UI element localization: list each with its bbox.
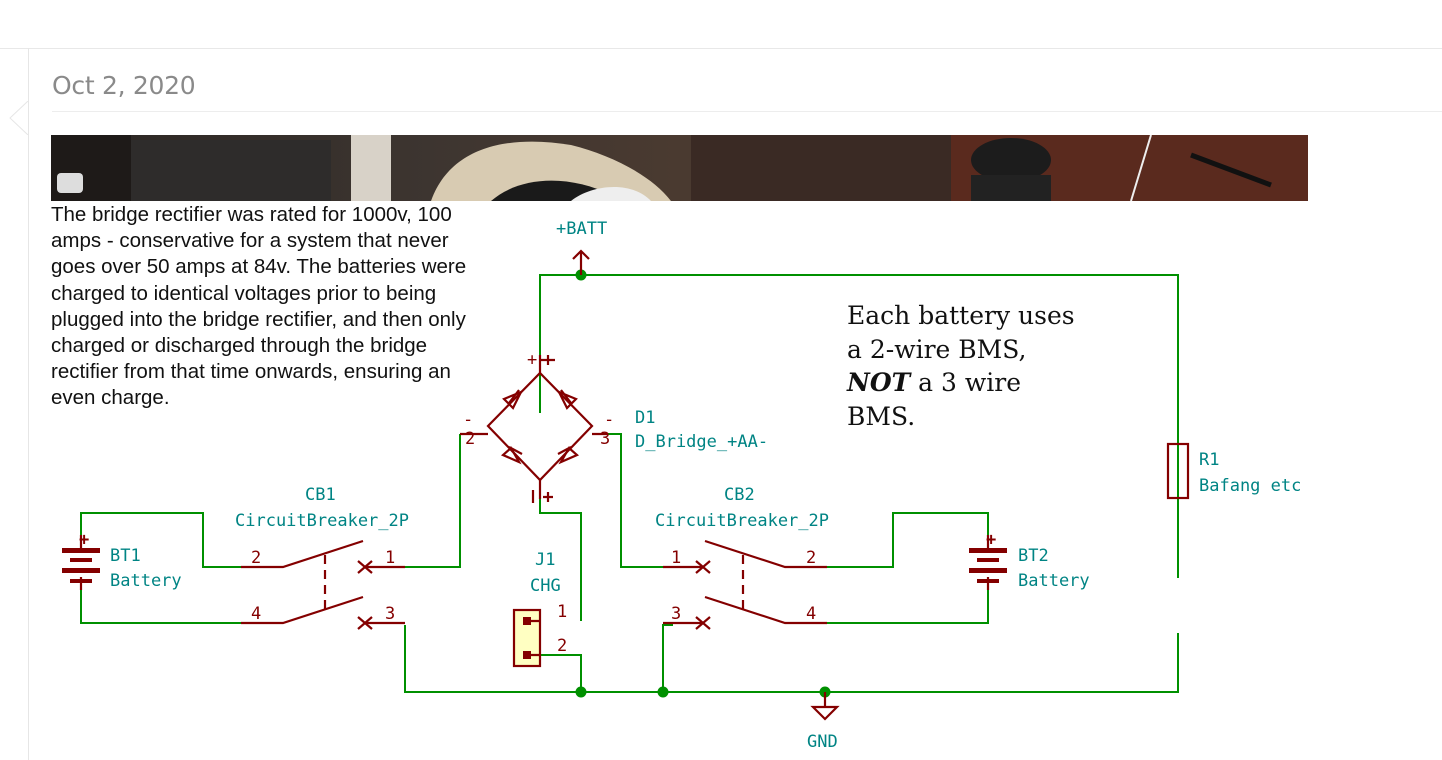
post-date[interactable]: Oct 2, 2020 — [52, 71, 196, 100]
bt2-plus: + — [986, 530, 996, 550]
charge-connector-j1: 1 2 J1 CHG — [512, 550, 567, 668]
j1-pin-2: 2 — [557, 636, 567, 656]
batt-net-label: +BATT — [556, 219, 607, 239]
bridge-rectifier-note: The bridge rectifier was rated for 1000v… — [51, 203, 467, 410]
bms-note-line-4: BMS. — [847, 401, 916, 431]
bms-note: Each battery uses a 2-wire BMS, NOT a 3 … — [847, 299, 1177, 433]
cb1-pin-1: 1 — [385, 548, 395, 568]
d1-pin-3: 3 — [600, 429, 610, 449]
d1-pin-2: 2 — [465, 429, 475, 449]
bridge-rectifier-d1: + - 2 - 3 D1 D_Bridge_+AA- — [460, 350, 768, 503]
bms-note-emphasis: NOT — [847, 368, 911, 397]
j1-value: CHG — [530, 576, 561, 596]
date-divider — [52, 111, 1442, 112]
cb1-pin-2: 2 — [251, 548, 261, 568]
d1-reference: D1 — [635, 408, 655, 428]
d1-value: D_Bridge_+AA- — [635, 432, 768, 452]
cb2-reference: CB2 — [724, 485, 755, 505]
battery-bt2: + BT2 Battery — [969, 530, 1090, 591]
battery-bt1: + BT1 Battery — [62, 530, 182, 591]
circuit-breaker-cb2: 1 3 2 4 CB2 CircuitBreaker_2P — [655, 485, 829, 630]
resistor-r1: R1 Bafang etc — [1166, 442, 1301, 500]
j1-pin-1: 1 — [557, 602, 567, 622]
d1-minus-left: - — [463, 410, 473, 430]
photo-strip — [51, 135, 1308, 201]
cb2-pin-4: 4 — [806, 604, 816, 624]
gnd-net-label: GND — [807, 732, 838, 752]
j1-reference: J1 — [535, 550, 555, 570]
bt2-reference: BT2 — [1018, 546, 1049, 566]
bt2-value: Battery — [1018, 571, 1090, 591]
cb2-pin-1: 1 — [671, 548, 681, 568]
post-arrow-notch — [9, 101, 28, 135]
circuit-breaker-cb1: 2 4 1 3 CB1 CircuitBreaker_2P — [235, 485, 409, 630]
top-bar — [0, 0, 1442, 49]
cb2-pin-3: 3 — [671, 604, 681, 624]
batt-power-flag: +BATT — [556, 219, 607, 275]
cb2-pin-2: 2 — [806, 548, 816, 568]
cb2-value: CircuitBreaker_2P — [655, 511, 829, 531]
r1-value: Bafang etc — [1199, 476, 1301, 496]
schematic-attachment[interactable]: The bridge rectifier was rated for 1000v… — [51, 135, 1308, 760]
cb1-value: CircuitBreaker_2P — [235, 511, 409, 531]
gnd-symbol: GND — [807, 692, 840, 752]
cb1-pin-3: 3 — [385, 604, 395, 624]
cb1-reference: CB1 — [305, 485, 336, 505]
thread-rail — [28, 48, 29, 760]
junctions — [575, 269, 831, 698]
bms-note-line-3: NOT a 3 wire — [847, 366, 1177, 400]
bms-note-line-3-rest: a 3 wire — [910, 368, 1022, 397]
d1-plus-pin: + — [527, 350, 537, 370]
bms-note-line-2: a 2-wire BMS, — [847, 334, 1027, 364]
r1-reference: R1 — [1199, 450, 1219, 470]
circuit-schematic: +BATT GND + - 2 - 3 D1 D_Bridge_+AA- — [62, 219, 1301, 752]
wires — [80, 274, 1179, 693]
bt1-plus: + — [79, 530, 89, 550]
d1-minus-right: - — [604, 410, 614, 430]
bt1-value: Battery — [110, 571, 182, 591]
cb1-pin-4: 4 — [251, 604, 261, 624]
bms-note-line-1: Each battery uses — [847, 301, 1075, 330]
bt1-reference: BT1 — [110, 546, 141, 566]
